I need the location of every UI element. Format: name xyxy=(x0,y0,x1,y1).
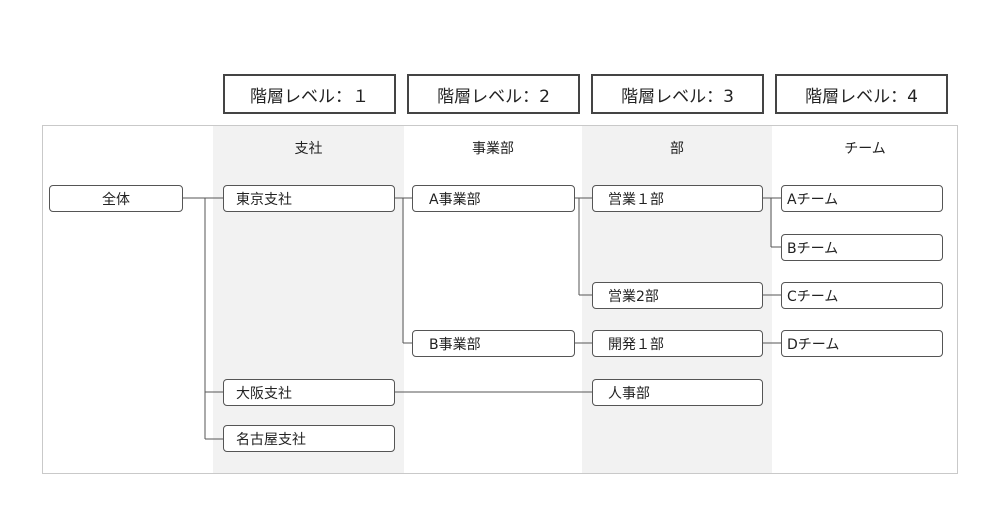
column-header-team: チーム xyxy=(844,141,886,157)
node-team-c: Cチーム xyxy=(781,282,943,309)
node-dev-1: 開発１部 xyxy=(592,330,763,357)
node-division-a: A事業部 xyxy=(412,185,575,212)
level-header-4: 階層レベル：4 xyxy=(775,74,948,114)
node-team-d: Dチーム xyxy=(781,330,943,357)
node-nagoya-branch: 名古屋支社 xyxy=(223,425,395,452)
column-header-department: 部 xyxy=(670,141,684,157)
node-osaka-branch: 大阪支社 xyxy=(223,379,395,406)
level-header-1: 階層レベル：１ xyxy=(223,74,396,114)
diagram-frame xyxy=(42,125,958,474)
node-sales-2: 営業2部 xyxy=(592,282,763,309)
node-tokyo-branch: 東京支社 xyxy=(223,185,395,212)
node-hr: 人事部 xyxy=(592,379,763,406)
node-sales-1: 営業１部 xyxy=(592,185,763,212)
level-header-2: 階層レベル：2 xyxy=(407,74,580,114)
node-root: 全体 xyxy=(49,185,183,212)
node-division-b: B事業部 xyxy=(412,330,575,357)
column-header-division: 事業部 xyxy=(472,141,514,157)
node-team-a: Aチーム xyxy=(781,185,943,212)
band-branch xyxy=(213,126,404,473)
level-header-3: 階層レベル：3 xyxy=(591,74,764,114)
column-header-branch: 支社 xyxy=(294,141,323,157)
node-team-b: Bチーム xyxy=(781,234,943,261)
